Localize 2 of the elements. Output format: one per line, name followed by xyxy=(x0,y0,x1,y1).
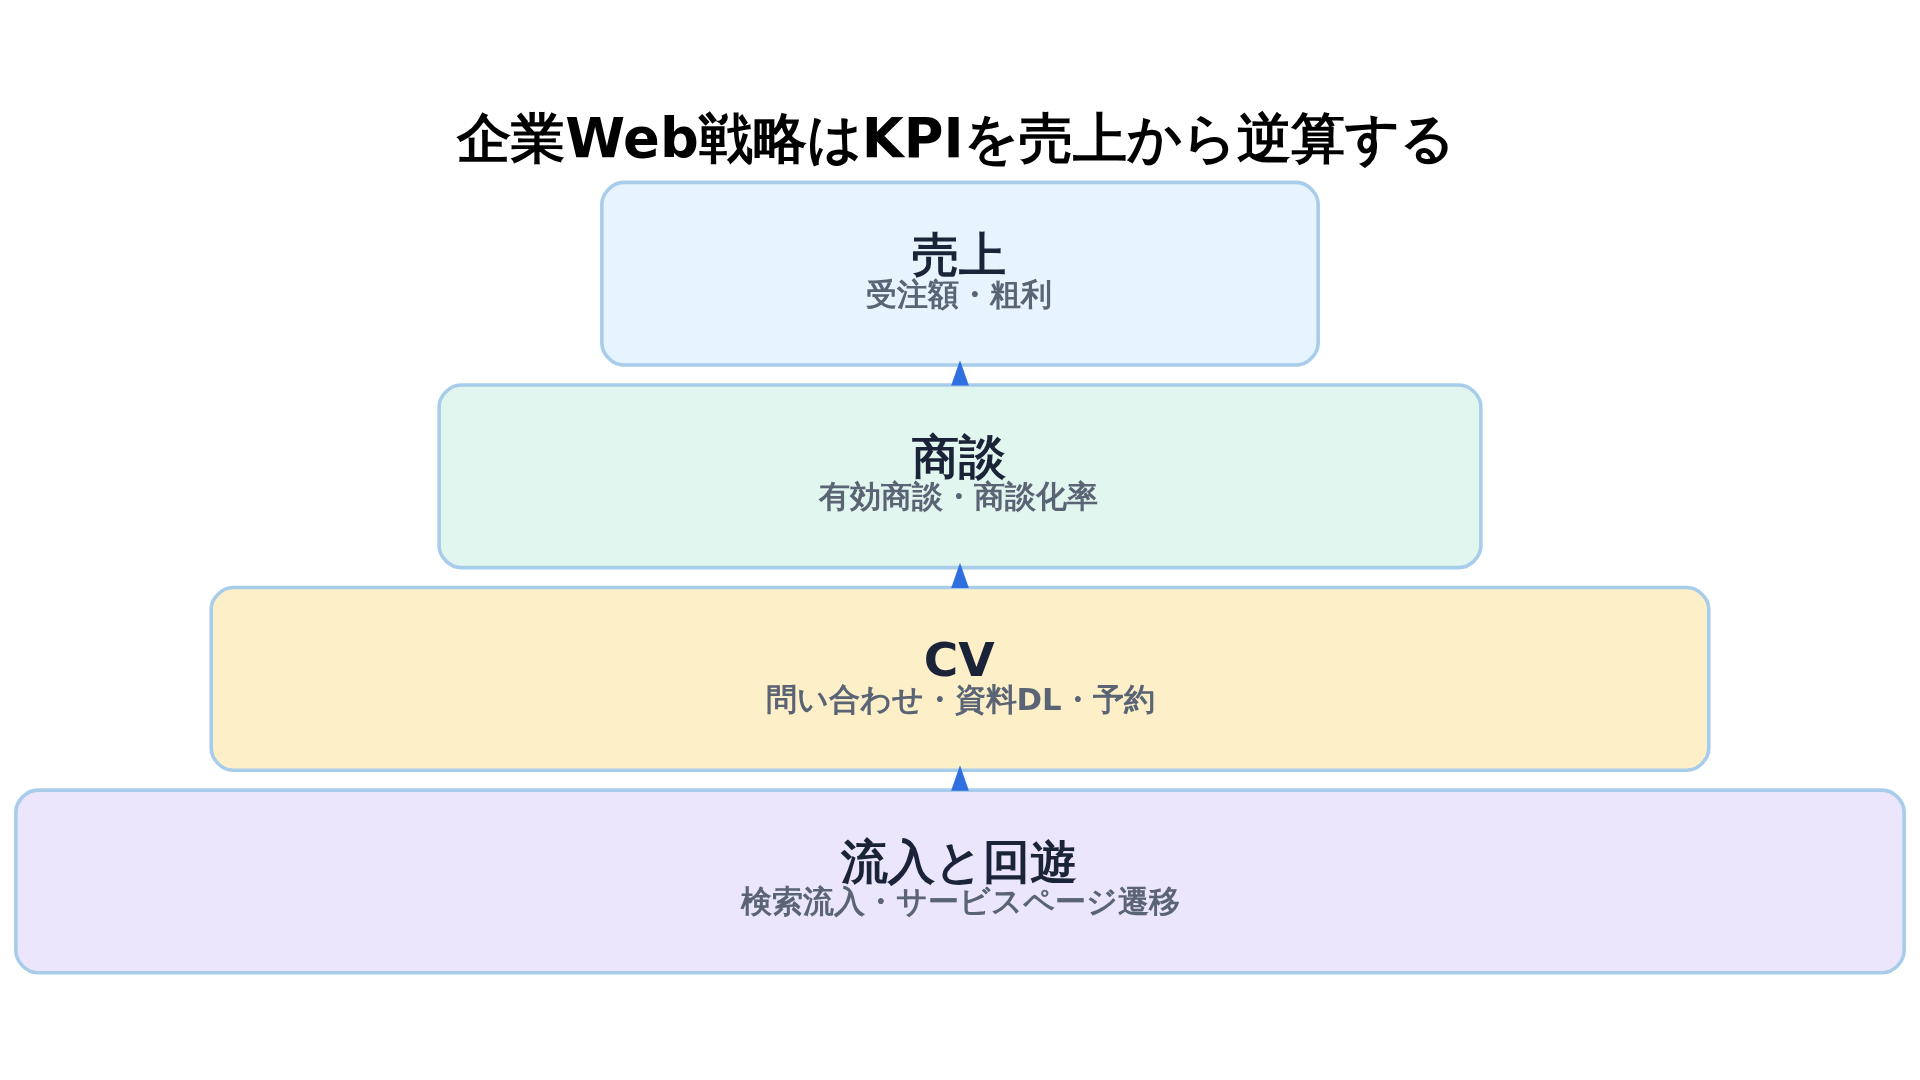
diagram-title: 企業Web戦略はKPIを売上から逆算する xyxy=(457,106,1455,170)
node-box: 売上 受注額・粗利 xyxy=(600,180,1320,367)
